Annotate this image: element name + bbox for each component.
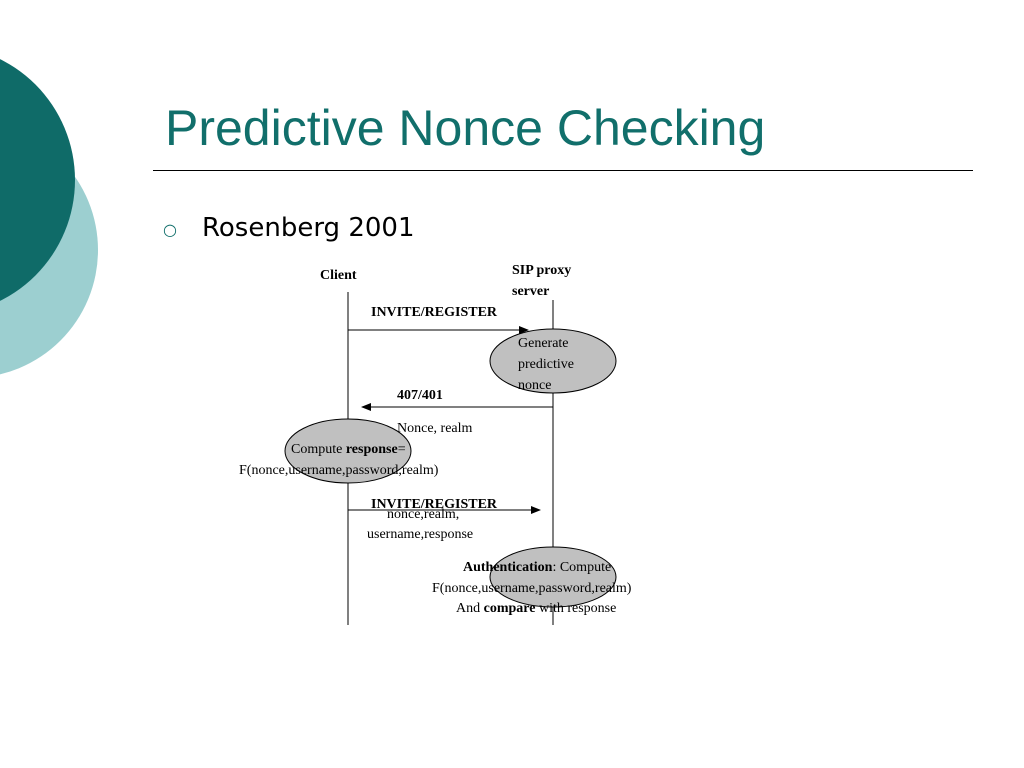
compute-response-ellipse — [284, 418, 412, 484]
invite-register-2-params-line1: nonce,realm, — [387, 507, 459, 522]
compute-response-text: Compute response= — [291, 442, 406, 457]
client-label: Client — [320, 268, 357, 283]
invite-register-2-params-line2: username,response — [367, 527, 473, 542]
authentication-ellipse — [489, 546, 617, 608]
generate-nonce-ellipse — [489, 328, 617, 394]
slide-title: Predictive Nonce Checking — [165, 100, 766, 156]
server-label-line1: SIP proxy — [512, 263, 571, 278]
bullet-circle-icon: ○ — [163, 220, 177, 239]
decorative-circles — [0, 59, 98, 375]
invite-register-label: INVITE/REGISTER — [371, 305, 498, 320]
compute-response-formula: F(nonce,username,password,realm) — [239, 463, 439, 478]
server-label-line2: server — [512, 284, 549, 299]
title-divider — [153, 170, 973, 171]
authentication-formula: F(nonce,username,password,realm) — [432, 581, 632, 596]
generate-nonce-line2: predictive — [518, 357, 574, 372]
bullet-text: Rosenberg 2001 — [202, 213, 415, 243]
generate-nonce-line3: nonce — [518, 378, 551, 393]
challenge-params: Nonce, realm — [397, 421, 473, 436]
authentication-compare: And compare with response — [456, 601, 616, 616]
dark-teal-circle — [0, 59, 75, 301]
challenge-label: 407/401 — [397, 388, 443, 403]
generate-nonce-line1: Generate — [518, 336, 569, 351]
authentication-text: Authentication: Compute — [463, 560, 611, 575]
invite-register-2-label: INVITE/REGISTER — [371, 497, 498, 512]
